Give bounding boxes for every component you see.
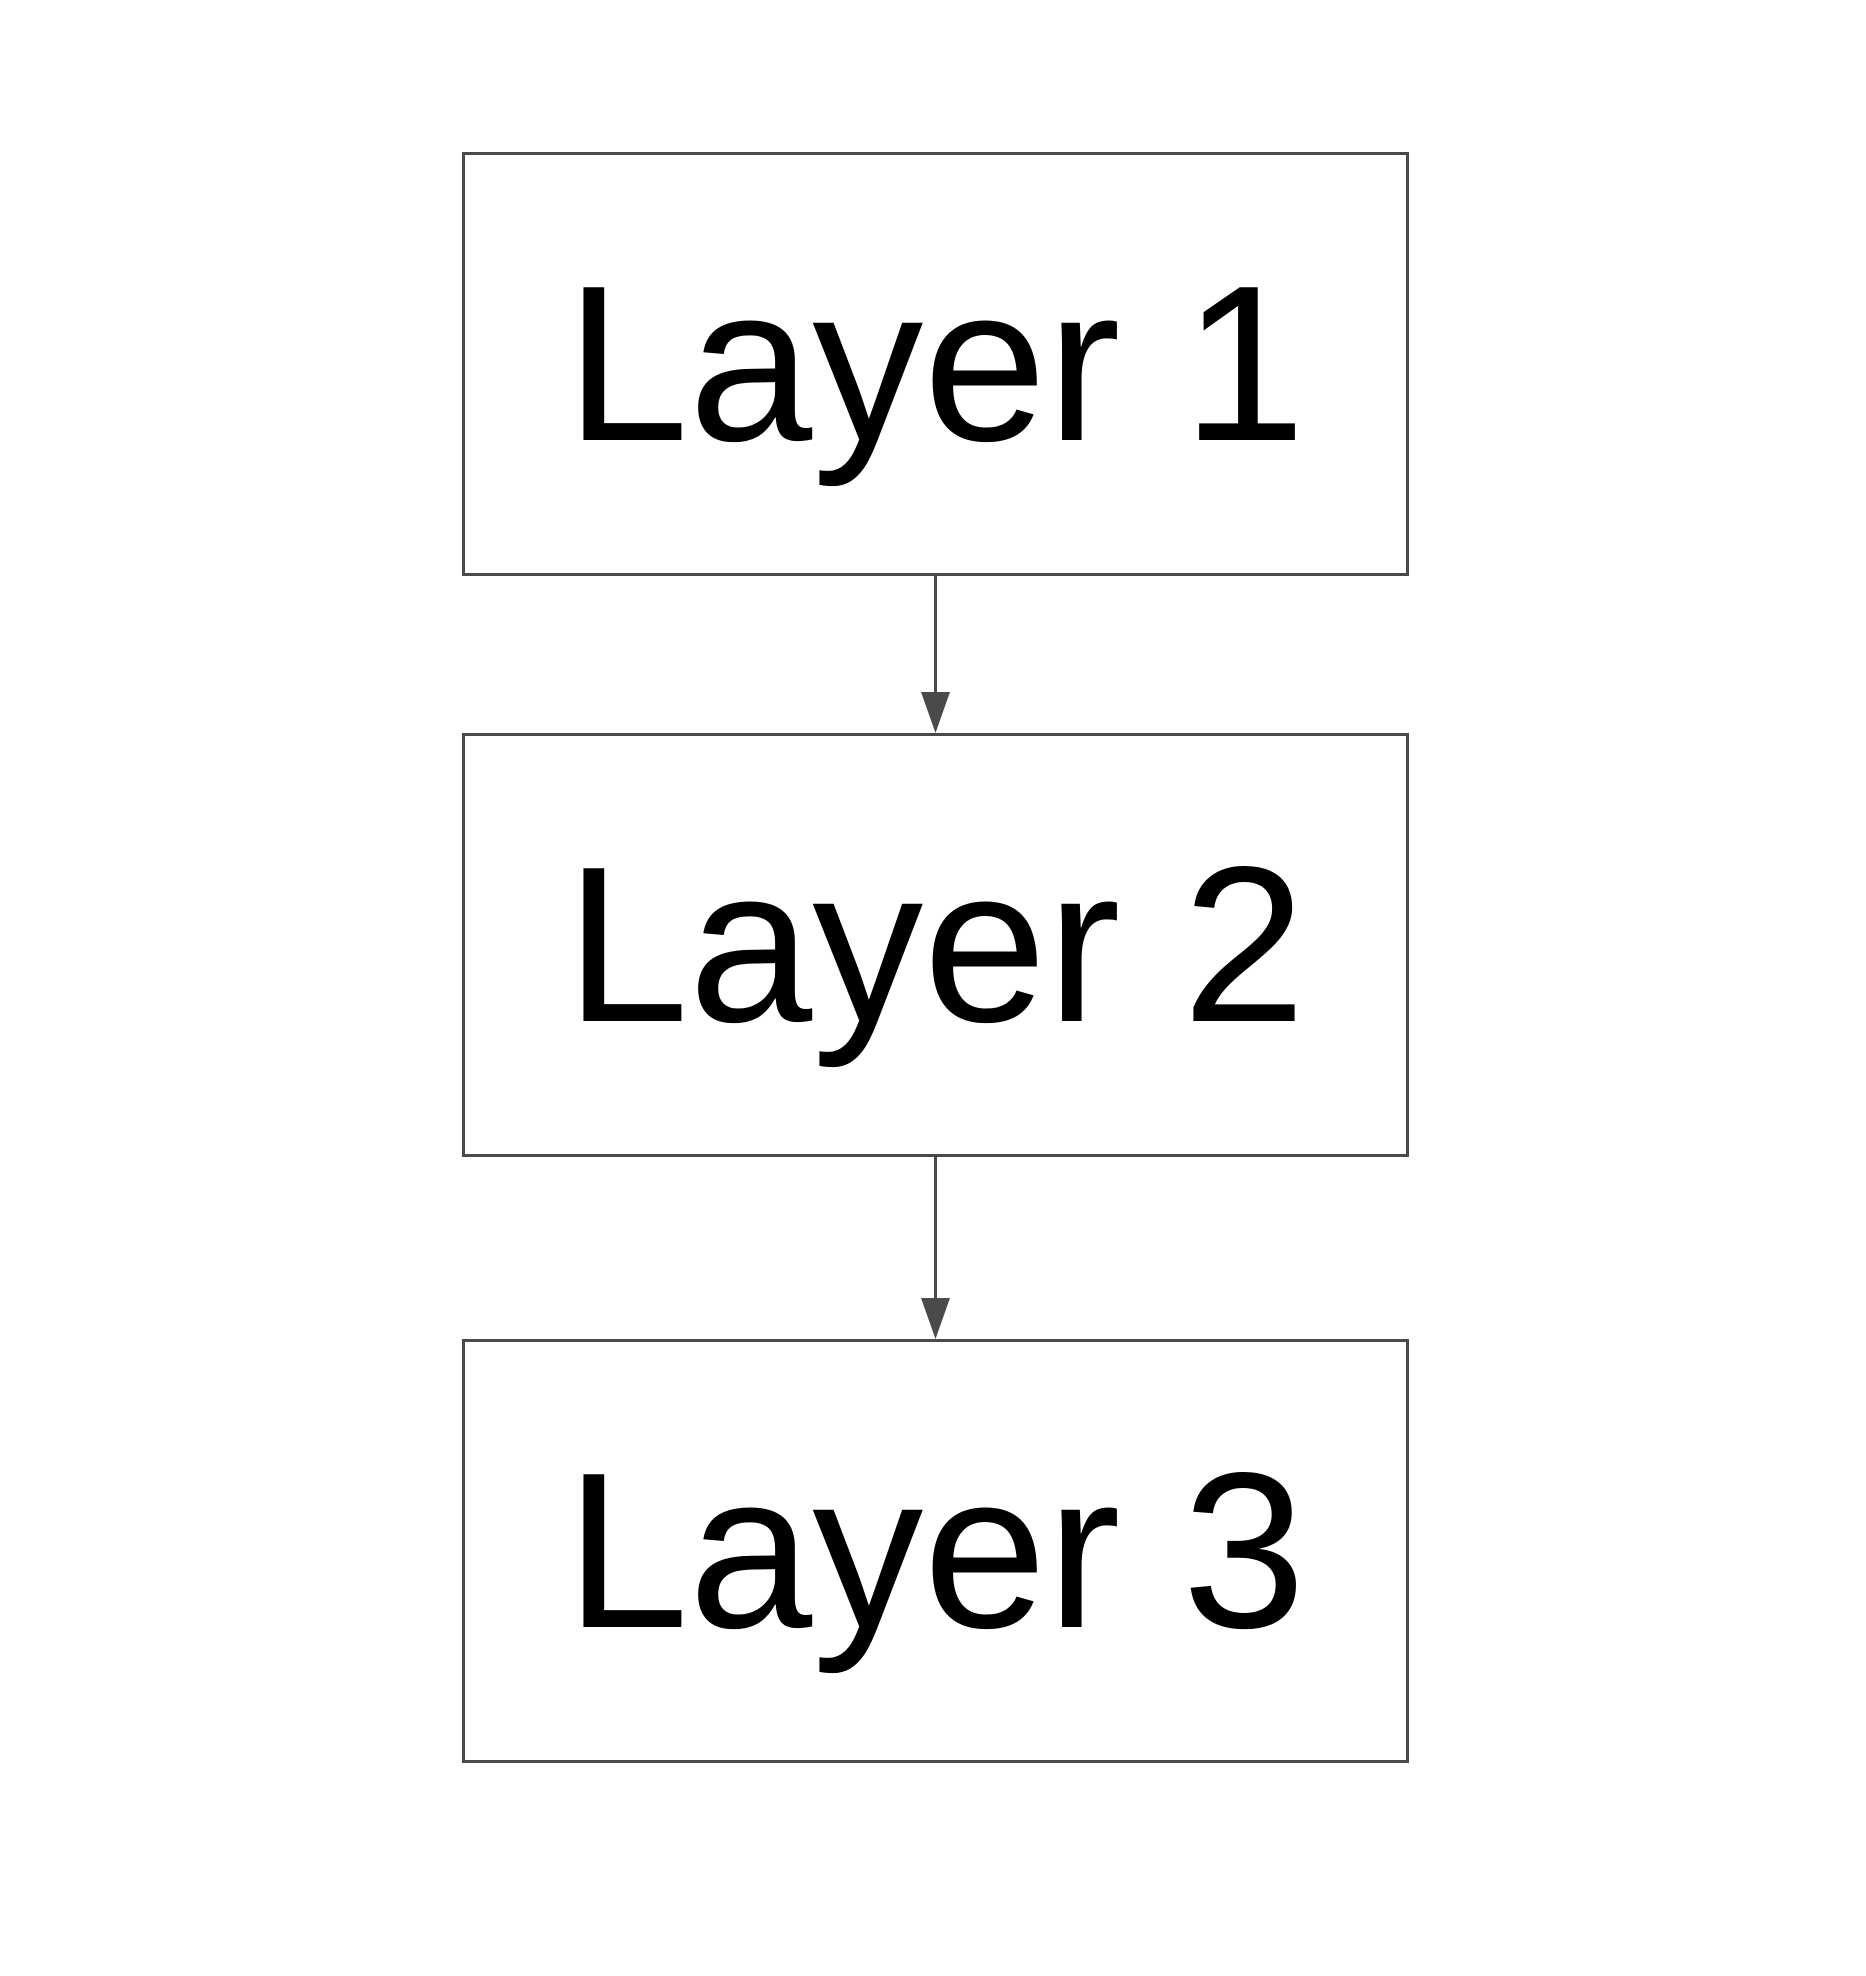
- arrowhead-icon: [921, 1298, 950, 1339]
- layer-1-label: Layer 1: [565, 240, 1306, 488]
- layer-2-label: Layer 2: [565, 821, 1306, 1069]
- arrowhead-icon: [921, 692, 950, 733]
- layer-2-node: Layer 2: [462, 733, 1409, 1157]
- layer-3-node: Layer 3: [462, 1339, 1409, 1763]
- arrow-layer1-to-layer2: [921, 576, 950, 733]
- layer-1-node: Layer 1: [462, 152, 1409, 576]
- arrow-layer2-to-layer3: [921, 1157, 950, 1339]
- layer-3-label: Layer 3: [565, 1427, 1306, 1675]
